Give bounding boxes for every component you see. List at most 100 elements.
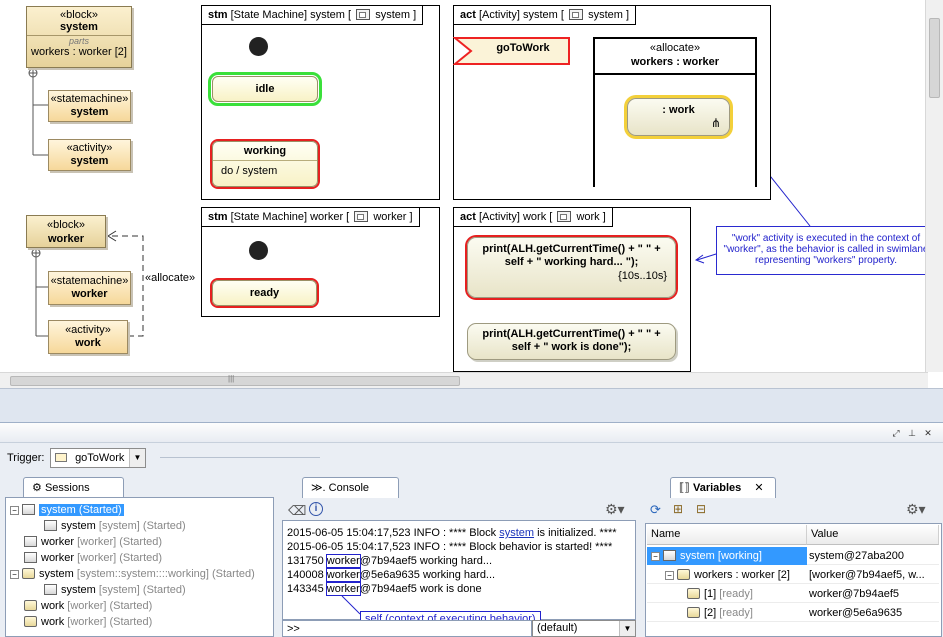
duration-constraint: {10s..10s}	[618, 270, 667, 282]
collapse-icon[interactable]: −	[665, 571, 674, 580]
session-name: worker	[41, 536, 75, 548]
rake-icon: ⋔	[710, 116, 721, 130]
tab-console[interactable]: ≫. Console	[302, 477, 399, 498]
statemachine-icon	[44, 520, 57, 531]
frame-ref: system	[375, 9, 411, 21]
log-text: @7b94aef5 work is done	[359, 583, 482, 595]
console-line: 143345 worker@7b94aef5 work is done	[287, 582, 482, 596]
frame-header: stm [State Machine] system [ system ]	[202, 6, 424, 25]
session-item[interactable]: work [worker] (Started)	[24, 614, 152, 630]
collapse-icon[interactable]: −	[10, 506, 19, 515]
log-text: @7b94aef5 working hard...	[359, 555, 493, 567]
statemachine-icon	[44, 584, 57, 595]
context-note[interactable]: "work" activity is executed in the conte…	[716, 226, 936, 275]
frame-header: act [Activity] work [ work ]	[454, 208, 613, 227]
console-icon: ≫.	[311, 482, 326, 494]
session-detail: (Started)	[78, 504, 122, 516]
state-ready[interactable]: ready	[212, 280, 317, 306]
session-item[interactable]: system [system] (Started)	[44, 582, 186, 598]
pin-icon[interactable]: ⊥	[908, 428, 916, 438]
tab-variables[interactable]: ⟦⟧ Variables ✕	[670, 477, 776, 498]
initial-state[interactable]	[249, 37, 268, 56]
variables-settings-gear-icon[interactable]: ⚙▾	[906, 501, 926, 517]
session-item[interactable]: system [system] (Started)	[44, 518, 186, 534]
session-item[interactable]: −system [system::system::::working] (Sta…	[10, 566, 255, 582]
work-activity-block[interactable]: «activity» work	[48, 320, 128, 354]
variable-row[interactable]: [2] [ready] worker@5e6a9635	[647, 604, 939, 622]
worker-block-stereotype: «block»	[47, 219, 85, 231]
part-icon	[677, 569, 690, 580]
workers-swimlane[interactable]: «allocate» workers : worker	[593, 37, 757, 187]
session-detail: [system::system::::working] (Started)	[76, 568, 255, 580]
part-icon	[24, 536, 37, 547]
block-icon	[22, 504, 35, 515]
signal-icon	[55, 453, 67, 462]
system-block[interactable]: «block» system parts workers : worker [2…	[26, 6, 132, 68]
trigger-combo[interactable]: goToWork ▼	[50, 448, 146, 468]
action-line: print(ALH.getCurrentTime() + " " +	[482, 243, 661, 255]
console-mode-select[interactable]: (default) ▼	[532, 620, 636, 637]
tab-sessions[interactable]: ⚙ Sessions	[23, 477, 124, 498]
worker-block[interactable]: «block» worker	[26, 215, 106, 248]
action-line: self + " working hard... ");	[504, 256, 639, 268]
state-idle[interactable]: idle	[208, 72, 322, 106]
restore-icon[interactable]: ⤢	[892, 428, 900, 438]
close-icon[interactable]: ✕	[924, 428, 932, 438]
console-input[interactable]: >>	[282, 620, 532, 637]
frame-ref: worker	[373, 211, 407, 223]
initial-state[interactable]	[249, 241, 268, 260]
statemachine-icon	[356, 9, 371, 20]
variable-row[interactable]: [1] [ready] worker@7b94aef5	[647, 585, 939, 603]
variable-name: workers : worker [2]	[694, 569, 790, 581]
eraser-icon[interactable]: ⌫	[288, 503, 307, 518]
activity-stereotype: «activity»	[65, 324, 111, 336]
go-to-work-event[interactable]: goToWork	[496, 42, 550, 54]
system-link[interactable]: system	[499, 527, 535, 539]
console-settings-gear-icon[interactable]: ⚙▾	[605, 501, 625, 517]
activity-name: work	[75, 337, 101, 349]
swimlane-name: workers : worker	[630, 56, 720, 68]
tab-label: Console	[328, 482, 369, 494]
variable-row[interactable]: −workers : worker [2] [worker@7b94aef5, …	[647, 566, 939, 584]
collapse-icon[interactable]: −	[651, 552, 660, 561]
system-activity-block[interactable]: «activity» system	[48, 139, 131, 171]
column-name[interactable]: Name	[647, 525, 807, 545]
print-working-action[interactable]: print(ALH.getCurrentTime() + " " + self …	[467, 237, 676, 298]
frame-ref: system	[588, 9, 623, 21]
worker-statemachine-block[interactable]: «statemachine» worker	[48, 271, 131, 305]
diagram-horizontal-scrollbar[interactable]: |||	[0, 372, 928, 388]
work-call-action[interactable]: : work ⋔	[627, 98, 730, 136]
info-icon[interactable]: i	[309, 502, 323, 516]
parts-compartment-label: parts	[68, 36, 89, 46]
diagram-canvas[interactable]: «block» system parts workers : worker [2…	[0, 0, 943, 388]
activity-icon	[24, 600, 37, 611]
sessions-tree[interactable]: −system (Started) system [system] (Start…	[5, 497, 274, 637]
collapse-icon[interactable]: −	[10, 570, 19, 579]
self-object: worker	[325, 582, 361, 596]
splitter-area	[0, 388, 943, 422]
session-item[interactable]: worker [worker] (Started)	[24, 534, 162, 550]
session-item[interactable]: work [worker] (Started)	[24, 598, 152, 614]
variable-value: worker@5e6a9635	[809, 607, 903, 619]
close-icon[interactable]: ✕	[754, 482, 764, 494]
session-item[interactable]: −system (Started)	[10, 502, 124, 518]
activity-icon	[557, 211, 572, 222]
worker-block-name: worker	[47, 233, 85, 245]
refresh-icon[interactable]: ⟳	[650, 502, 661, 517]
session-detail: [worker] (Started)	[67, 600, 153, 612]
diagram-vertical-scrollbar[interactable]	[925, 0, 943, 372]
filter-icon[interactable]: ⊟	[696, 502, 707, 516]
column-value[interactable]: Value	[807, 525, 939, 545]
self-object: worker	[325, 568, 361, 582]
action-line: print(ALH.getCurrentTime() + " " +	[482, 328, 661, 340]
variable-row[interactable]: −system [working] system@27aba200	[647, 547, 939, 565]
export-icon[interactable]: ⊞	[673, 502, 684, 516]
state-working[interactable]: working do / system	[212, 141, 318, 187]
session-name: work	[41, 616, 65, 628]
session-item[interactable]: worker [worker] (Started)	[24, 550, 162, 566]
scroll-grip-icon: |||	[228, 374, 235, 383]
print-done-action[interactable]: print(ALH.getCurrentTime() + " " + self …	[467, 323, 676, 360]
session-detail: [system] (Started)	[98, 584, 186, 596]
tab-label: Variables	[692, 482, 742, 494]
system-statemachine-block[interactable]: «statemachine» system	[48, 90, 131, 122]
